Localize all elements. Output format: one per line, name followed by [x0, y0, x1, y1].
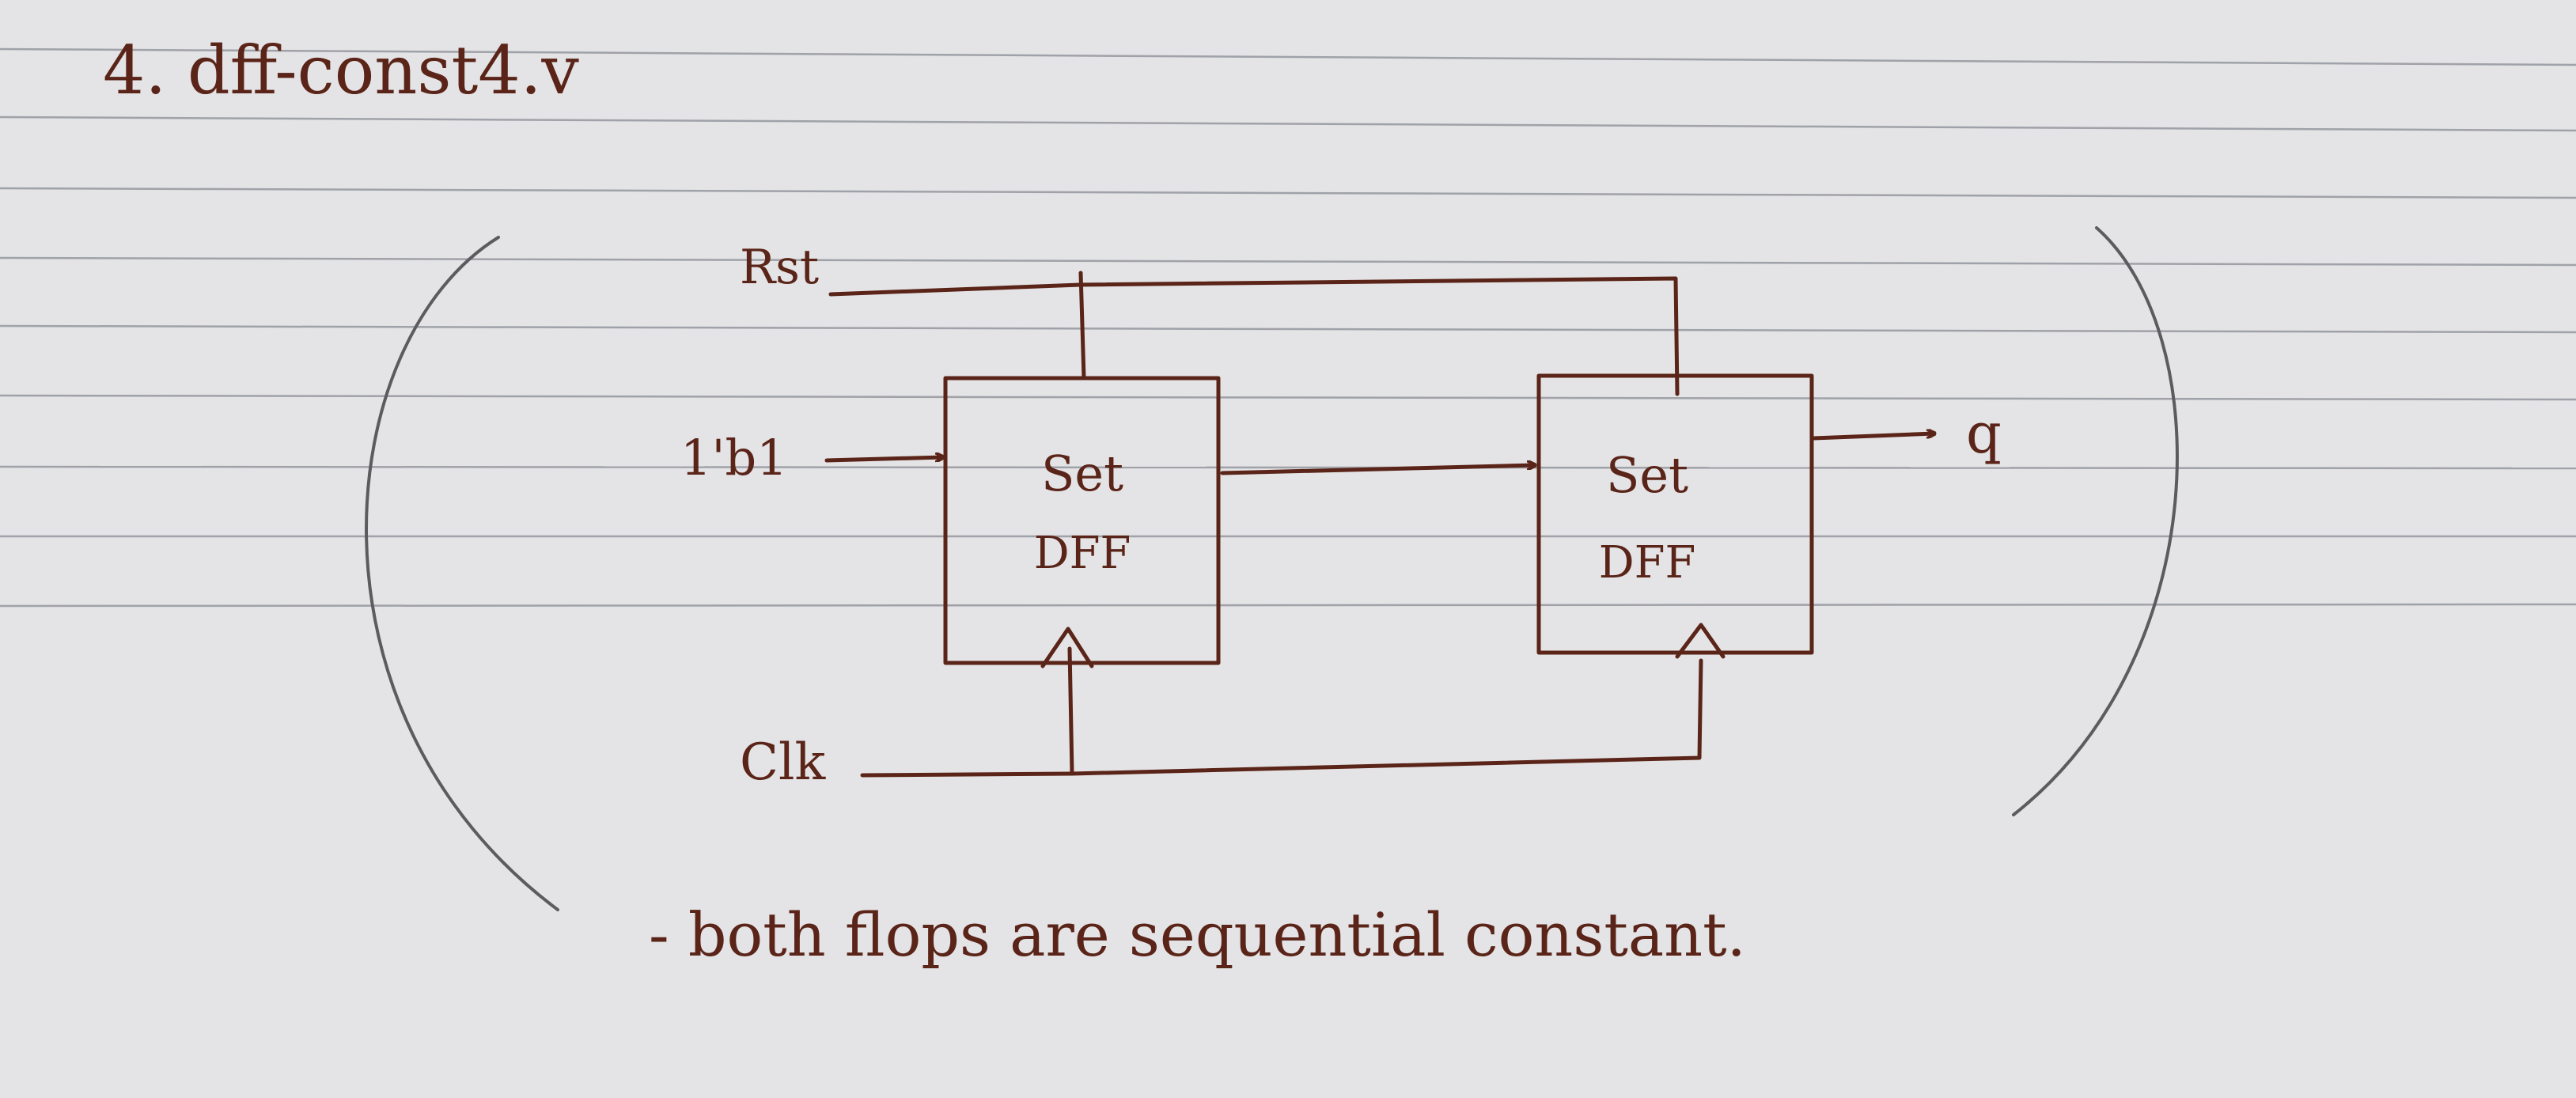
dff-1-line2: DFF	[1034, 528, 1131, 579]
dff-2-line2: DFF	[1599, 537, 1696, 589]
clock-label: Clk	[740, 733, 826, 792]
clock-triangle-1	[1040, 627, 1094, 668]
dff-1-line1: Set	[1041, 445, 1123, 502]
ruled-lines	[0, 47, 2576, 608]
input-arrow	[824, 457, 945, 463]
stage-link-arrow	[1220, 465, 1537, 475]
dff-2-line1: Set	[1606, 446, 1688, 504]
reset-label: Rst	[740, 240, 819, 295]
dff-block-1: Set DFF	[943, 376, 1221, 668]
page-heading: 4. dff-const4.v	[103, 32, 579, 109]
reset-wire	[828, 271, 1680, 396]
constant-input-label: 1'b1	[680, 429, 788, 487]
right-bracket	[2012, 226, 2179, 816]
clock-wire	[860, 646, 1703, 778]
output-arrow	[1811, 434, 1937, 441]
output-label: q	[1966, 401, 2002, 466]
dff-block-2: Set DFF	[1536, 373, 1814, 659]
footnote: - both flops are sequential constant.	[649, 899, 1746, 970]
left-bracket	[365, 236, 559, 911]
clock-triangle-2	[1675, 623, 1726, 659]
